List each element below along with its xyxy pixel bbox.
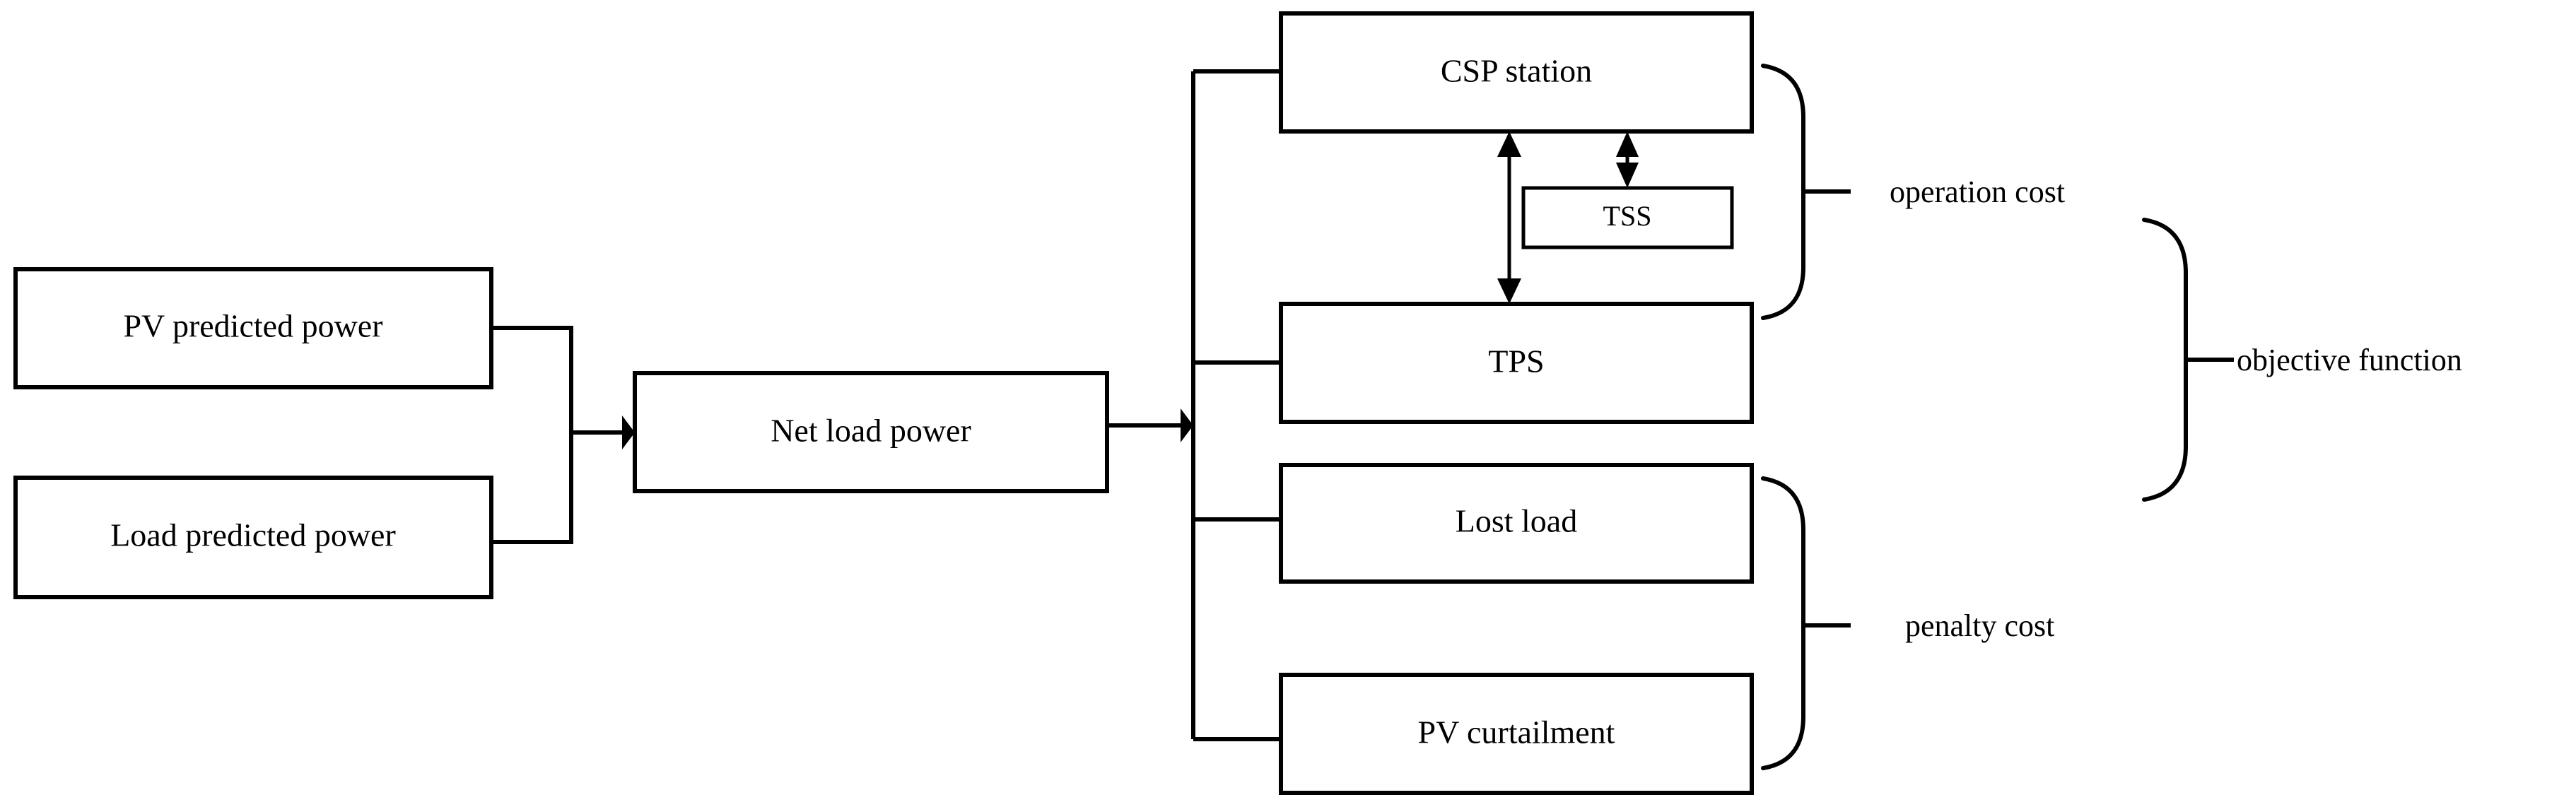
node-csp-station[interactable]: CSP station bbox=[1279, 11, 1754, 134]
node-pv-predicted-power[interactable]: PV predicted power bbox=[13, 267, 493, 389]
lost-load-box[interactable] bbox=[1279, 463, 1754, 584]
pv-predicted-power-box[interactable] bbox=[13, 267, 493, 389]
csp-tps-arrowhead-down bbox=[1497, 278, 1521, 304]
tss-label: TSS bbox=[1603, 200, 1652, 232]
node-lost-load[interactable]: Lost load bbox=[1279, 463, 1754, 584]
operation-cost-label: operation cost bbox=[1890, 175, 2065, 209]
net-load-power-label: Net load power bbox=[771, 413, 971, 449]
penalty-cost-brace bbox=[1761, 476, 1805, 770]
csp-tss-arrowhead-up bbox=[1616, 131, 1639, 157]
pv-curtailment-box[interactable] bbox=[1279, 673, 1754, 795]
input-merge-connector bbox=[491, 326, 573, 544]
penalty-cost-group: penalty cost bbox=[1761, 476, 2054, 770]
node-pv-curtailment[interactable]: PV curtailment bbox=[1279, 673, 1754, 795]
node-load-predicted-power[interactable]: Load predicted power bbox=[13, 476, 493, 599]
csp-tps-arrowhead-up bbox=[1497, 131, 1521, 157]
tss-box[interactable] bbox=[1521, 186, 1734, 249]
node-tps[interactable]: TPS bbox=[1279, 302, 1754, 424]
csp-tps-bidirectional-arrow bbox=[1497, 131, 1521, 304]
objective-function-label: objective function bbox=[2237, 343, 2462, 377]
tps-label: TPS bbox=[1488, 343, 1544, 379]
node-tss[interactable]: TSS bbox=[1521, 186, 1734, 249]
operation-cost-brace bbox=[1761, 64, 1805, 320]
objective-function-group: objective function bbox=[2142, 218, 2462, 502]
netload-to-bus-arrowhead bbox=[1181, 408, 1193, 442]
operation-cost-group: operation cost bbox=[1761, 64, 2065, 320]
penalty-cost-label: penalty cost bbox=[1905, 608, 2054, 643]
csp-tss-arrowhead-down bbox=[1616, 163, 1639, 188]
load-predicted-power-box[interactable] bbox=[13, 476, 493, 599]
tps-box[interactable] bbox=[1279, 302, 1754, 424]
csp-tss-bidirectional-arrow bbox=[1616, 131, 1639, 188]
node-net-load-power[interactable]: Net load power bbox=[633, 371, 1109, 493]
pv-predicted-power-label: PV predicted power bbox=[123, 308, 382, 344]
merge-to-netload-arrowhead bbox=[622, 416, 635, 449]
objective-function-brace bbox=[2142, 218, 2188, 502]
csp-station-label: CSP station bbox=[1441, 53, 1592, 89]
net-load-power-box[interactable] bbox=[633, 371, 1109, 493]
csp-station-box[interactable] bbox=[1279, 11, 1754, 134]
lost-load-label: Lost load bbox=[1456, 503, 1577, 539]
pv-curtailment-label: PV curtailment bbox=[1418, 714, 1615, 750]
load-predicted-power-label: Load predicted power bbox=[110, 517, 396, 553]
